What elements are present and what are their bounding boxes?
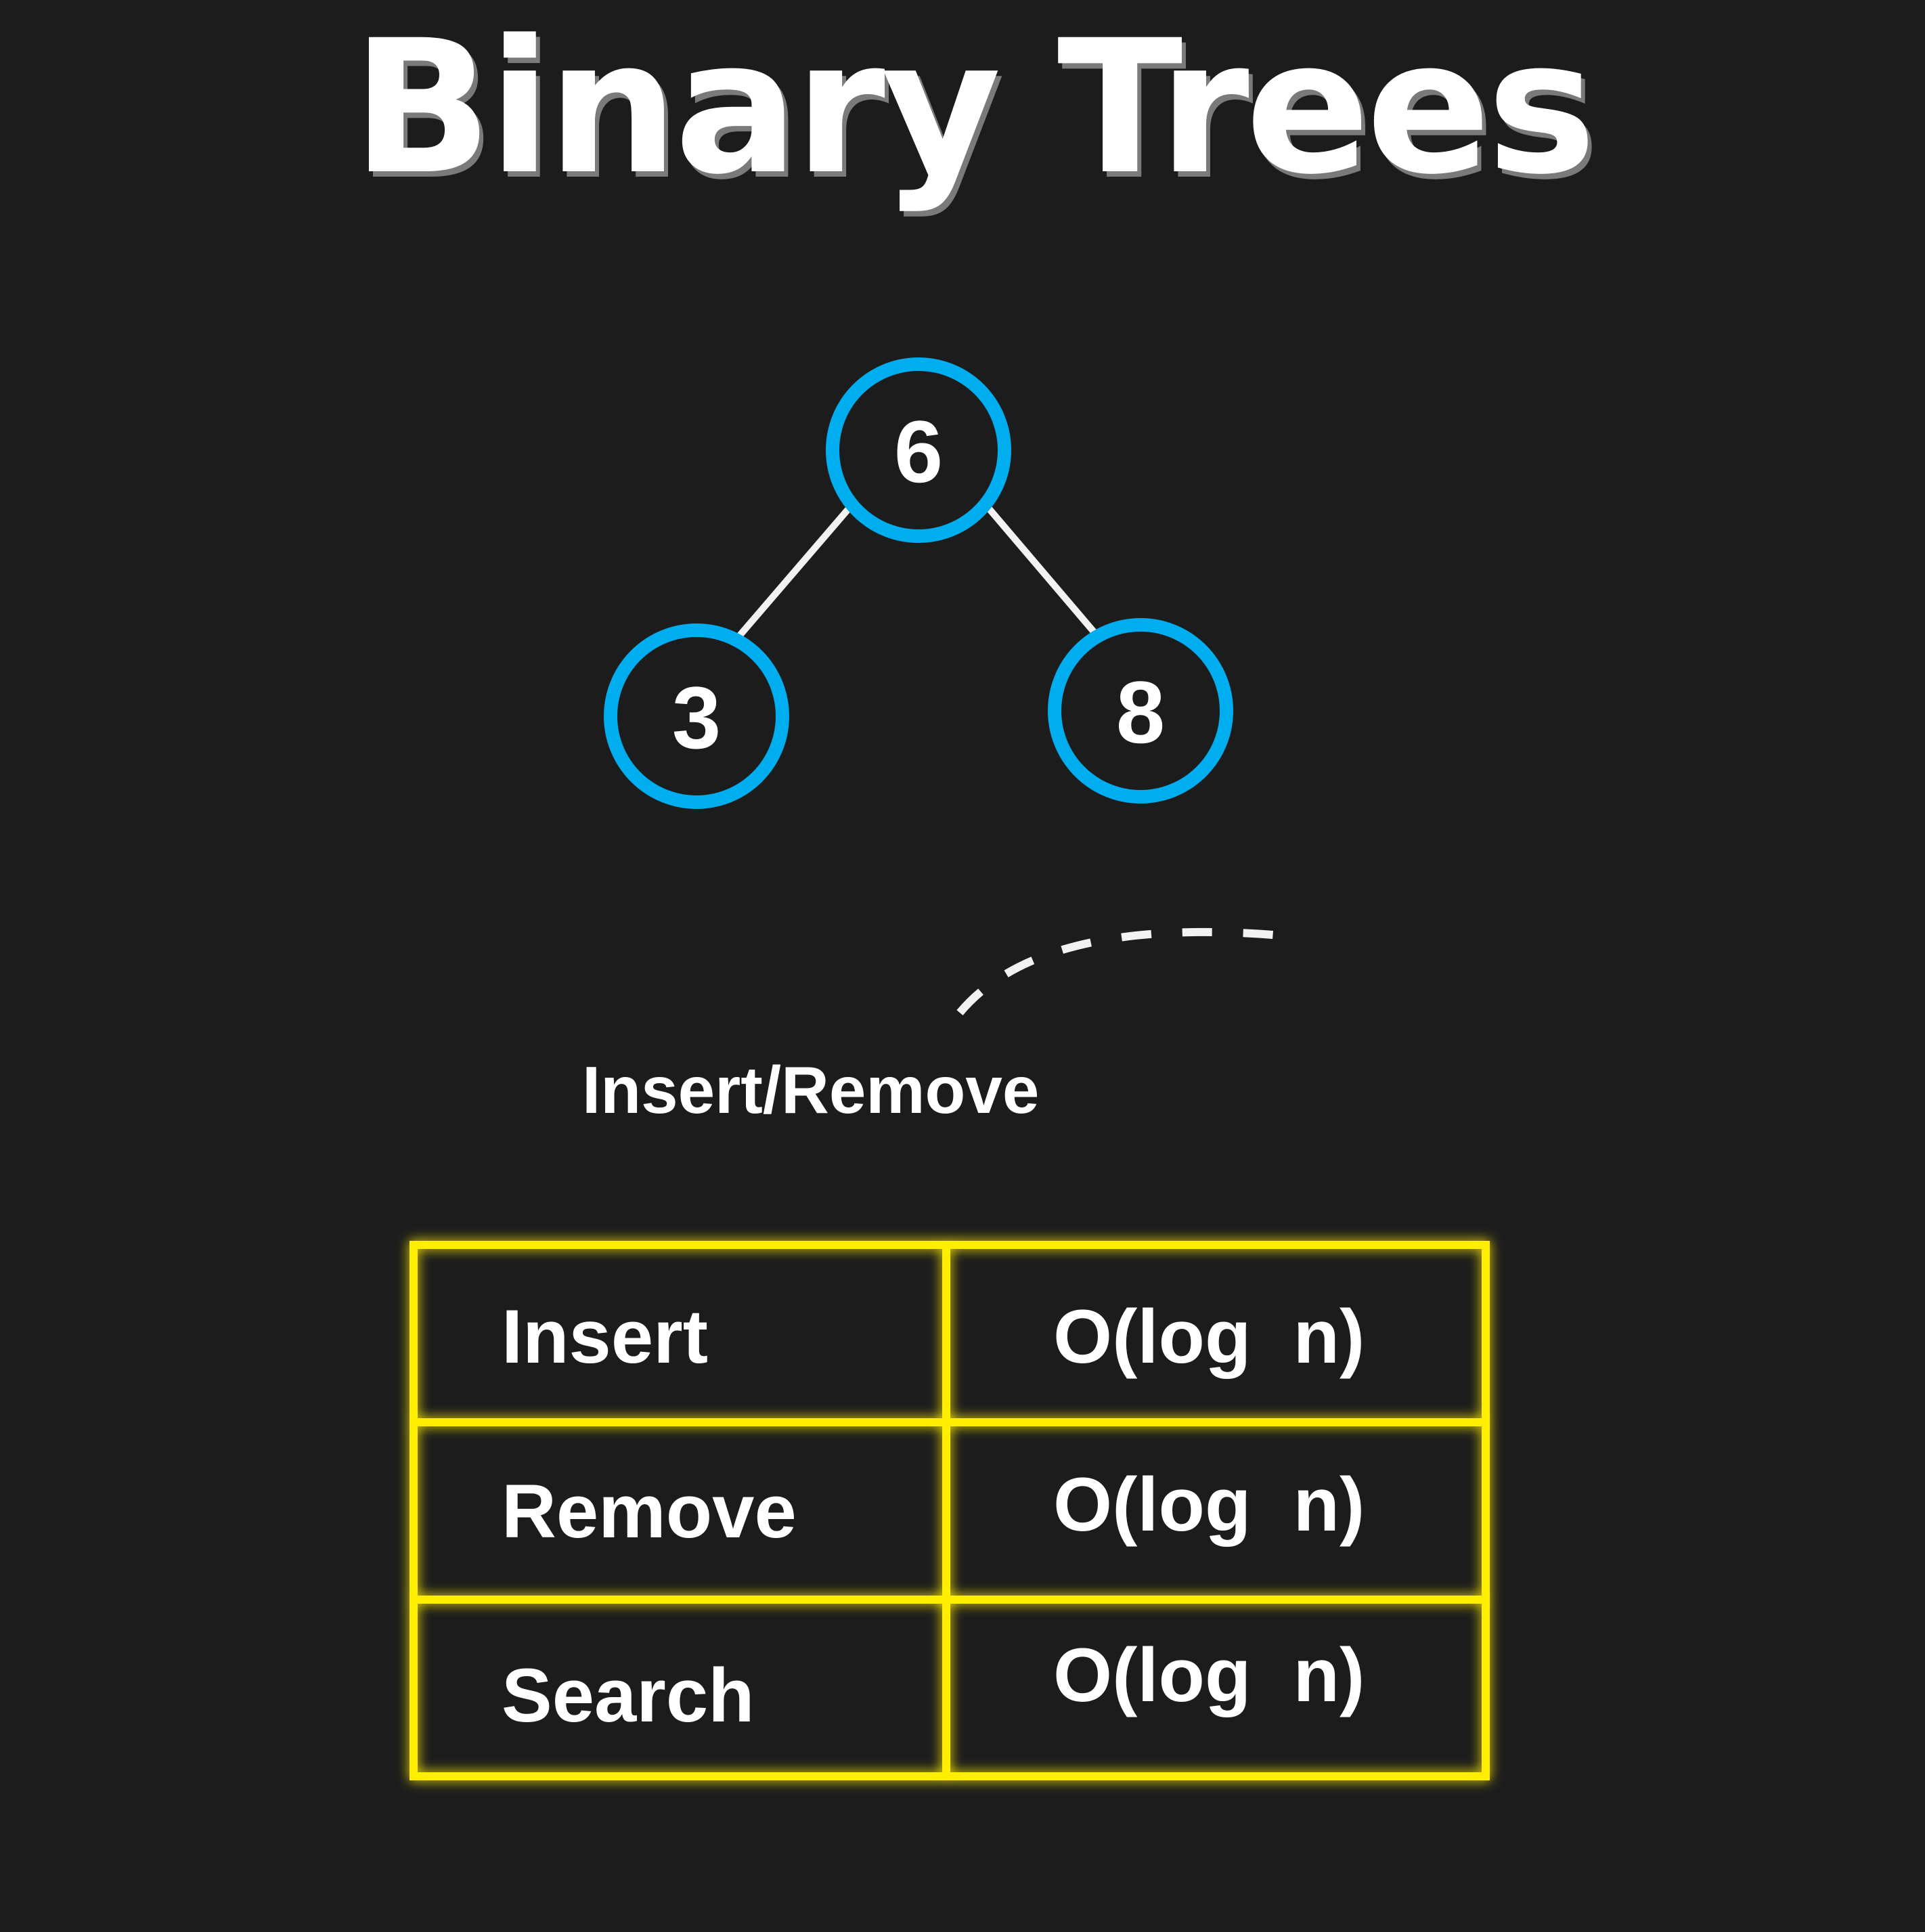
complexity-cell: O(log n) <box>1053 1632 1365 1717</box>
tree-node-root: 6 <box>826 357 1011 543</box>
page-title: Binary Trees <box>352 1 1597 215</box>
complexity-cell: O(log n) <box>1053 1294 1365 1379</box>
tree-node-value: 6 <box>894 402 943 501</box>
table-row: Remove O(log n) <box>414 1426 1486 1596</box>
tree-node-right: 8 <box>1048 618 1233 804</box>
tree-node-left: 3 <box>604 623 789 809</box>
tree-node-value: 3 <box>672 668 721 767</box>
complexity-table: Insert O(log n) Remove O(log n) Search O… <box>414 1245 1486 1776</box>
complexity-table-grid <box>410 1241 1490 1780</box>
tree-node-ring <box>826 357 1011 543</box>
complexity-cell: O(log n) <box>1053 1462 1365 1547</box>
operation-cell: Insert <box>502 1294 708 1379</box>
tree-node-ring <box>604 623 789 809</box>
operation-cell: Search <box>502 1652 755 1738</box>
operation-cell: Remove <box>502 1468 797 1554</box>
tree-edge-root-left <box>734 504 853 641</box>
table-row: Search O(log n) <box>414 1610 1486 1780</box>
insert-remove-caption: Insert/Remove <box>582 1053 1040 1127</box>
tree-node-ring <box>1048 618 1233 804</box>
table-row: Insert O(log n) <box>414 1252 1486 1421</box>
tree-node-value: 8 <box>1116 663 1165 762</box>
tree-edge-root-right <box>985 504 1100 638</box>
dashed-insert-arc <box>956 927 1290 1015</box>
